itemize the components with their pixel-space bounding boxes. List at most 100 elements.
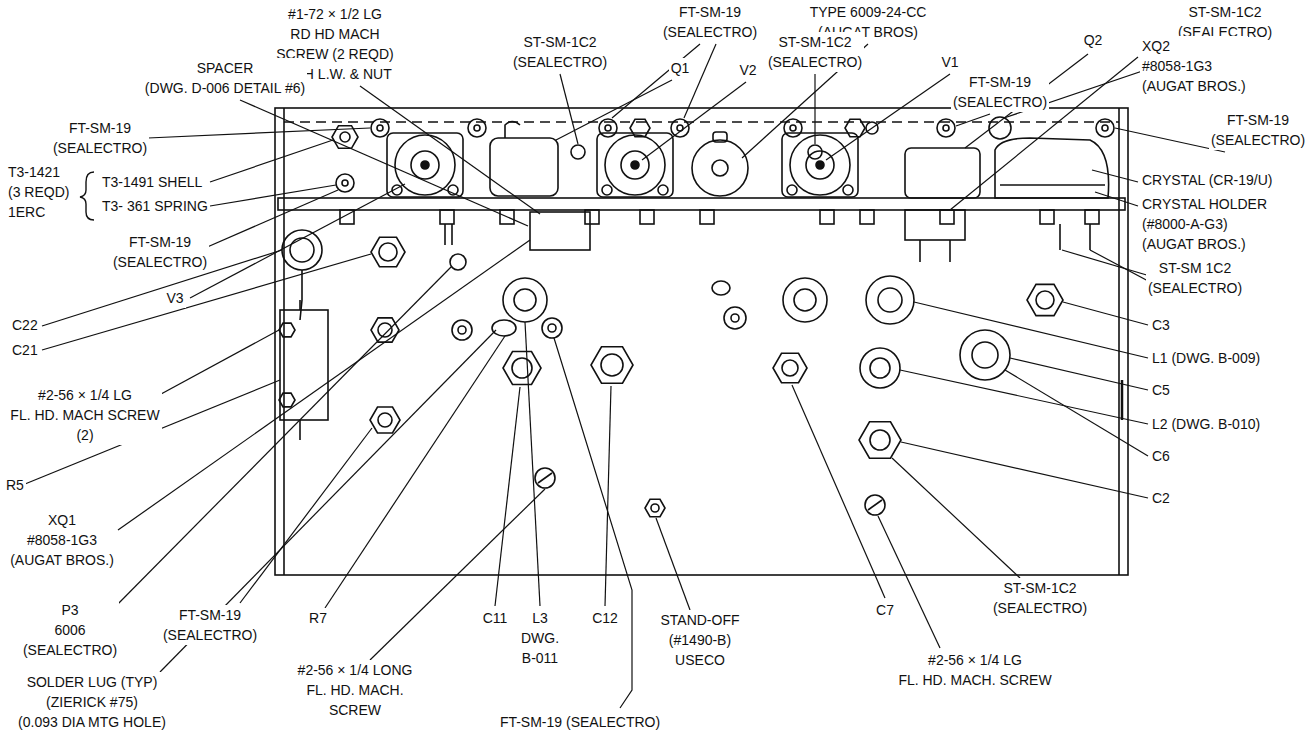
callout-label: FT-SM-19 (SEALECTRO) [111,232,209,272]
capacitor-inner [782,360,798,376]
resistor-body [280,310,328,420]
feedthrough-center [548,324,556,332]
feedthrough [599,119,617,137]
leader-line [190,184,405,298]
leader-line [684,44,716,118]
screw-head [279,393,295,407]
leader-line [1005,370,1148,456]
leader-line [118,240,530,530]
callout-label: SOLDER LUG (TYP) (ZIERICK #75) (0.093 DI… [16,672,168,732]
mounting-shelf [278,198,1125,210]
feedthrough-center [377,125,383,131]
socket-rivet [602,185,612,195]
screw-head [865,495,885,515]
feedthrough-nut [371,318,399,342]
socket-rivet [787,185,797,195]
tube-socket-center [411,151,439,179]
callout-label: ST-SM 1C2 (SEALECTRO) [1146,258,1244,298]
callout-label: SPACER (DWG. D-006 DETAIL #6) [143,58,307,98]
transistor-can [905,148,980,198]
standoff-terminal [571,145,585,159]
socket-body [905,210,965,240]
feedthrough [468,119,486,137]
lead-wire [919,240,921,262]
feedthrough [724,307,746,329]
leader-line [878,516,940,648]
feedthrough [452,320,472,340]
lead-wire [1089,224,1091,250]
under-shelf-bracket [820,210,834,224]
callout-label: L1 (DWG. B-009) [1150,348,1262,368]
capacitor-inner [972,342,998,368]
callout-label: XQ2 #8058-1G3 (AUGAT BROS.) [1140,36,1248,96]
leader-line [325,336,505,608]
callout-label: T3- 361 SPRING [100,196,210,216]
capacitor-body [960,330,1010,380]
coil-core [878,288,902,312]
coil-form [783,278,827,322]
callout-label: V2 [737,60,758,80]
capacitor-body [282,230,322,270]
capacitor-inner [379,243,397,261]
leader-line [826,74,950,160]
under-shelf-bracket [1040,210,1054,224]
callout-label: XQ1 #8058-1G3 (AUGAT BROS.) [8,510,116,570]
feedthrough-center [943,125,949,131]
callout-label: ST-SM-1C2 (SEALECTRO) [511,32,609,72]
leader-line [148,128,370,138]
relay-key [713,132,727,142]
callout-label: CRYSTAL (CR-19/U) [1140,170,1274,190]
callout-label: L2 (DWG. B-010) [1150,414,1262,434]
tube-socket [395,135,455,195]
standoff-terminal [989,117,1011,139]
capacitor-lead [300,270,302,320]
tube-socket-plate [782,133,858,197]
leader-line [1092,170,1138,182]
lead-wire [444,224,446,245]
bracket [80,172,94,220]
callout-label: C12 [590,608,620,628]
leader-line [1062,250,1150,276]
callout-label: Q1 [669,58,692,78]
leader-line [900,370,1148,424]
tube-socket-center [621,151,649,179]
under-shelf-bracket [440,210,454,224]
callout-label: STAND-OFF (#1490-B) USECO [658,610,741,670]
capacitor-inner [870,430,890,450]
tube-socket-pin [816,161,824,169]
resistor-lead [299,420,301,440]
callout-label: FT-SM-19 (SEALECTRO) [661,2,759,42]
socket-body [530,212,590,250]
crystal-holder [995,138,1109,198]
standoff-center [651,504,659,512]
shell-terminal-center [342,180,348,186]
callout-label: L3 DWG. B-011 [519,608,561,668]
leader-line [1095,192,1138,206]
capacitor-nut [773,353,807,382]
solder-lug [492,320,516,336]
leader-line [814,74,815,144]
callout-label: #2-56 × 1/4 LONG FL. HD. MACH. SCREW [296,660,415,720]
leader-line [901,442,1148,498]
under-shelf-bracket [940,210,954,224]
callout-label: Q2 [1082,30,1105,50]
leader-line [525,322,540,606]
callout-label: ST-SM-1C2 (SEALECTRO) [991,578,1089,618]
callout-label: R7 [307,608,329,628]
capacitor-inner [512,358,532,378]
callout-label: R5 [4,475,26,495]
leader-line [205,190,338,248]
callout-label: #2-56 × 1/4 LG FL. HD. MACH. SCREW [896,650,1053,690]
callout-label: #2-56 × 1/4 LG FL. HD. MACH SCREW (2) [8,385,161,445]
under-shelf-bracket [700,210,714,224]
hex-nut-hole [340,132,350,142]
callout-label: P3 6006 (SEALECTRO) [21,600,119,660]
tube-socket-center [806,151,834,179]
callout-label: CRYSTAL HOLDER (#8000-A-G3) (AUGAT BROS.… [1140,194,1269,254]
tube-socket [790,135,850,195]
lead-wire [949,240,951,262]
callout-label: FT-SM-19 (SEALECTRO) [51,118,149,158]
chassis-outline [275,108,1128,575]
under-shelf-bracket [1085,210,1099,224]
capacitor-nut [1027,284,1063,315]
